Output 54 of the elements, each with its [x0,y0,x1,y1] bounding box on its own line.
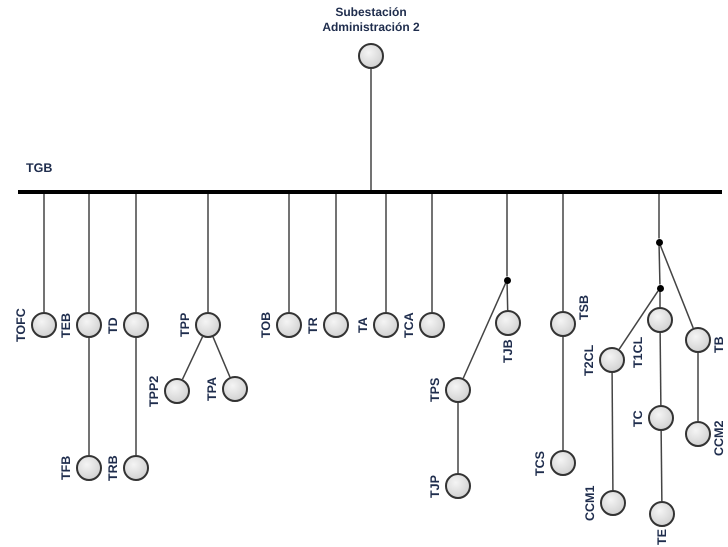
node-label: TB [713,336,726,352]
node-label: TRB [107,455,120,481]
connector-line [659,292,661,307]
connector-line [697,353,699,421]
connector-line [88,194,90,312]
node-label: TOB [260,312,272,338]
connector-line [457,403,459,473]
connector-line [207,194,209,312]
connector-line [659,333,662,405]
connector-line [462,282,506,378]
node-label: T2CL [583,344,596,376]
node-label: TFB [60,456,72,480]
node-label: TC [632,410,644,426]
node-label: TOFC [15,308,28,342]
connector-line [288,194,290,312]
connector-line [562,337,564,450]
connector-line [135,194,137,312]
node-label: TCA [403,312,416,338]
node-label: Subestación Administración 2 [321,5,421,35]
connector-line [212,336,231,378]
connector-line [135,338,137,455]
node-label: TPS [429,378,442,402]
connector-line [88,338,90,455]
node-label: TD [107,316,120,334]
node-label: TR [307,316,320,334]
node-label: CCM1 [584,485,596,520]
connector-line [618,290,659,350]
node-label: TJP [429,474,442,498]
node-label: TJB [502,339,514,363]
node-label: TE [656,529,668,545]
node-label: TPP2 [148,375,160,406]
connector-line [658,245,661,285]
node-label: CCM2 [713,420,726,456]
connector-line [660,431,663,501]
connector-line [506,194,508,276]
connector-line [43,194,45,312]
connector-line [385,194,387,312]
node-label: TSB [578,295,590,320]
node-label: TCS [534,450,546,476]
connector-line [182,336,204,380]
connector-line [335,194,337,312]
connector-line [660,244,694,328]
node-label: TPA [206,376,218,401]
connector-line [431,194,433,312]
node-label: TEB [60,312,72,338]
connector-line [611,373,614,490]
connector-line [506,283,508,310]
node-label: TPP [179,312,192,337]
connector-line [562,194,564,311]
node-label: T1CL [632,336,644,368]
bus-label: TGB [26,162,52,174]
connector-line [658,194,660,238]
connector-line [370,69,372,190]
node-label: TA [357,317,370,333]
